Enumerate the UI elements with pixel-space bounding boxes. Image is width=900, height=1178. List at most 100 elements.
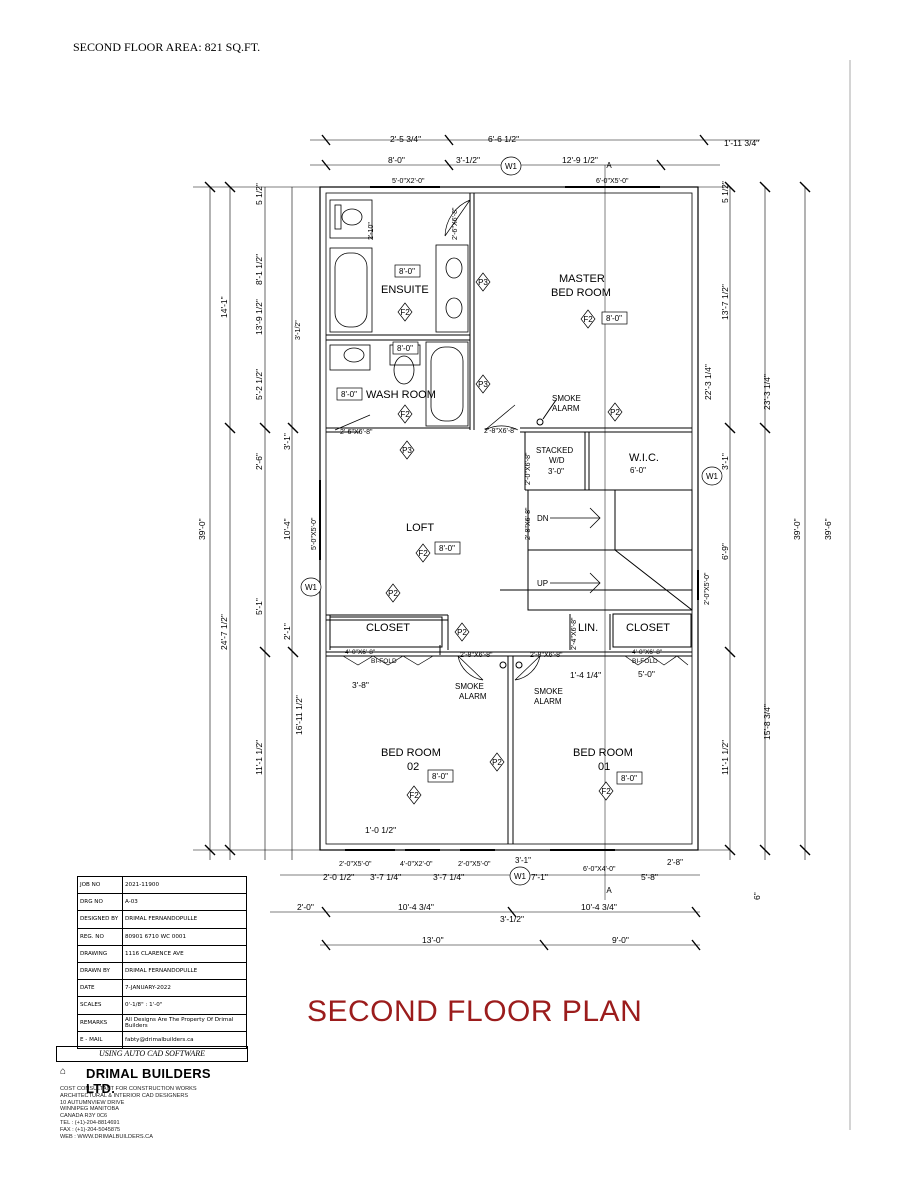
stair-dn: DN: [537, 514, 549, 523]
dimension-lines: [193, 139, 806, 946]
dim-b3-a: 13'-0": [422, 935, 444, 945]
dim-int-1: 2'-6"X6'-8": [452, 207, 459, 240]
dim-left-mid-8: 16'-11 1/2": [294, 695, 304, 735]
tag-w1-bottom: W1: [514, 872, 527, 881]
smoke-alarm-bed02-2: ALARM: [459, 692, 487, 701]
dim-left-mid-2: 5'-2 1/2": [254, 369, 264, 400]
bifold-right: BI-FOLD: [632, 658, 658, 665]
tag-labels: F2 F2 P3 P3 P3 F2 P2 F2 P2 P2 F2 P2 F2 8…: [305, 161, 719, 895]
room-label-wic: W.I.C.: [629, 452, 659, 464]
dim-left-outer-1: 14'-1": [219, 296, 229, 318]
room-label-bed02-1: BED ROOM: [381, 747, 441, 759]
title-block-key: DRG NO: [77, 893, 123, 912]
tag-w1-left: W1: [305, 583, 318, 592]
dim-b2-a: 2'-0": [297, 902, 314, 912]
room-label-wash-room: WASH ROOM: [366, 389, 436, 401]
dim-bwin-e: 6'-0"X4'-0": [583, 866, 616, 873]
dim-right-outer-9: 3'-1": [720, 453, 730, 470]
title-block-value: 80901 6710 WC 0001: [122, 927, 247, 946]
company-detail-line: FAX : (+1)-204-5045875: [60, 1126, 121, 1133]
title-block-key: DATE: [77, 979, 123, 998]
title-block-value: All Designs Are The Property Of Drimal B…: [122, 1013, 247, 1032]
stair-arrows: [550, 507, 601, 594]
dim-int-10: 1'-4 1/4": [570, 670, 601, 680]
room-label-ensuite: ENSUITE: [381, 284, 429, 296]
dim-left-outer-0: 39'-0": [197, 518, 207, 540]
door-swings: [334, 199, 689, 681]
dim-right-outer-1: 39'-0": [792, 518, 802, 540]
dim-bwin-a: 2'-0"X5'-0": [339, 861, 372, 868]
dim-left-outer-2: 24'-7 1/2": [219, 614, 229, 650]
dim-int-13: 2'-0"X5'-0": [704, 572, 711, 605]
tag-shapes: [300, 156, 723, 886]
dimension-labels: 2'-5 3/4" 6'-6 1/2" 1'-11 3/4" 8'-0" 3'-…: [197, 134, 833, 945]
smoke-alarm-bed01-1: SMOKE: [534, 687, 563, 696]
dim-int-6: 2'-8"X6'-8": [460, 652, 493, 659]
tag-p2-master: P2: [610, 408, 620, 417]
room-label-bed01-2: 01: [598, 761, 610, 773]
tag-w1-right: W1: [706, 472, 719, 481]
tag-height-hall: 8'-0": [397, 344, 413, 353]
company-detail-line: 10 AUTUMNVIEW DRIVE: [60, 1099, 125, 1106]
dim-bwin-c: 2'-0"X5'-0": [458, 861, 491, 868]
dim-b1-a: 2'-0 1/2": [323, 872, 354, 882]
room-label-loft: LOFT: [406, 522, 434, 534]
dim-int-8: 2'-4"X6'-8": [571, 617, 578, 650]
tag-f2-bed01: F2: [601, 787, 611, 796]
title-block-value: 7-JANUARY-2022: [122, 979, 247, 998]
interior-walls: [326, 193, 693, 844]
dim-left-mid-0: 8'-1 1/2": [254, 254, 264, 285]
smoke-alarm-bed02-1: SMOKE: [455, 682, 484, 691]
title-block-key: DRAWN BY: [77, 961, 123, 981]
dim-bwin-d: 3'-1": [515, 856, 531, 865]
room-label-master-2: BED ROOM: [551, 287, 611, 299]
smoke-alarm-bed01-2: ALARM: [534, 697, 562, 706]
dim-right-outer-0: 39'-6": [823, 518, 833, 540]
auto-cad-note: USING AUTO CAD SOFTWARE: [56, 1046, 248, 1062]
company-name: DRIMAL BUILDERS LTD.: [86, 1066, 211, 1096]
tag-f2-bed02: F2: [409, 791, 419, 800]
company-detail-line: ARCHITECTURAL & INTERIOR CAD DESIGNERS: [60, 1092, 189, 1099]
dim-right-outer-5: 13'-7 1/2": [720, 284, 730, 320]
tag-f2-loft: F2: [418, 549, 428, 558]
dim-right-outer-7: 6'-9": [720, 543, 730, 560]
room-labels: ENSUITE MASTER BED ROOM WASH ROOM LOFT C…: [366, 273, 670, 773]
exterior-walls: [319, 186, 699, 851]
title-block-key: DRAWING: [77, 944, 123, 963]
title-block-key: SCALES: [77, 996, 123, 1015]
tag-f2-ensuite: F2: [400, 308, 410, 317]
title-block-key: REMARKS: [77, 1013, 123, 1032]
tag-p3-ensuite: P3: [478, 278, 488, 287]
dim-int-12: 1'-0 1/2": [365, 825, 396, 835]
floor-area-label: SECOND FLOOR AREA: 821 SQ.FT.: [73, 40, 261, 54]
title-block-value: A-03: [122, 893, 247, 912]
tag-a-bottom: A: [606, 886, 612, 895]
dim-int-0: 2'-10": [368, 222, 375, 240]
dim-int-3: 2'-8"X6'-8": [484, 428, 517, 435]
tag-p2-closet: P2: [457, 628, 467, 637]
dim-b3-b: 9'-0": [612, 935, 629, 945]
dim-int-5: 2'-8"X6'-8": [525, 507, 532, 540]
title-block-key: REG. NO: [77, 927, 123, 946]
dim-top1-c: 1'-11 3/4": [724, 138, 759, 148]
window-markers: [319, 186, 699, 851]
dim-left-mid-7: 2'-1": [282, 623, 292, 640]
dim-top1-b: 6'-6 1/2": [488, 134, 519, 144]
tag-w1-top: W1: [505, 162, 518, 171]
dim-bwin-b: 4'-0"X2'-0": [400, 861, 433, 868]
dim-right-outer-8: 5 1/2": [720, 181, 730, 203]
dim-left-mid-10: 5 1/2": [254, 183, 264, 205]
dimension-ticks: [204, 134, 811, 951]
dim-int-11: 5'-0": [638, 669, 655, 679]
tag-height-loft: 8'-0": [439, 544, 455, 553]
title-block-value: DRIMAL FERNANDOPULLE: [122, 961, 247, 981]
company-detail-line: WINNIPEG MANITOBA: [60, 1106, 119, 1113]
tag-height-ensuite: 8'-0": [399, 267, 415, 276]
title-block-value: fabty@drimalbuilders.ca: [122, 1030, 247, 1049]
tag-a-top: A: [606, 161, 612, 170]
title-block-key: DESIGNED BY: [77, 910, 123, 929]
